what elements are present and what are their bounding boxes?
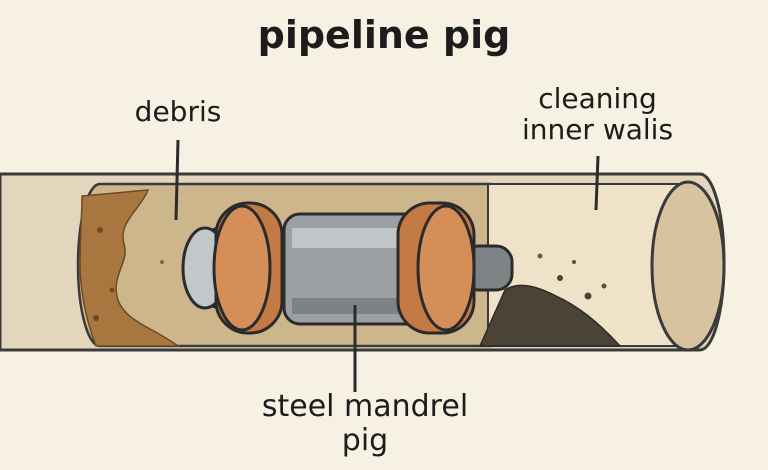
debris-particle bbox=[557, 275, 563, 281]
debris-particle bbox=[601, 283, 607, 289]
label-cleaning-line2: inner walis bbox=[521, 113, 674, 147]
debris-buildup bbox=[79, 189, 181, 347]
label-steel-mandrel-pig: steel mandrel pig bbox=[215, 390, 515, 457]
leader-line-cleaning bbox=[594, 155, 600, 211]
label-pig-line1: steel mandrel bbox=[261, 389, 469, 424]
debris-speck bbox=[93, 315, 99, 321]
pig-mandrel-shade bbox=[292, 298, 426, 314]
pig-cup-right-face bbox=[416, 204, 476, 332]
debris-particle bbox=[584, 292, 592, 300]
label-cleaning-line1: cleaning bbox=[538, 82, 657, 115]
label-cleaning-inner-walls: cleaning inner walis bbox=[500, 83, 695, 146]
pig-mandrel-highlight bbox=[292, 228, 426, 248]
debris-speck bbox=[109, 287, 115, 293]
pig-cup-left-face bbox=[212, 204, 272, 332]
diagram-title: pipeline pig bbox=[257, 13, 511, 57]
debris-speck bbox=[97, 227, 103, 233]
debris-particle bbox=[537, 253, 543, 259]
debris-pile bbox=[478, 284, 622, 347]
label-debris-text: debris bbox=[134, 95, 222, 128]
pipe-opening bbox=[650, 180, 726, 352]
label-pig-line2: pig bbox=[341, 422, 389, 458]
debris-speck bbox=[160, 260, 164, 264]
label-debris: debris bbox=[118, 96, 238, 127]
leader-line-debris bbox=[174, 139, 180, 221]
debris-particle bbox=[572, 260, 576, 264]
